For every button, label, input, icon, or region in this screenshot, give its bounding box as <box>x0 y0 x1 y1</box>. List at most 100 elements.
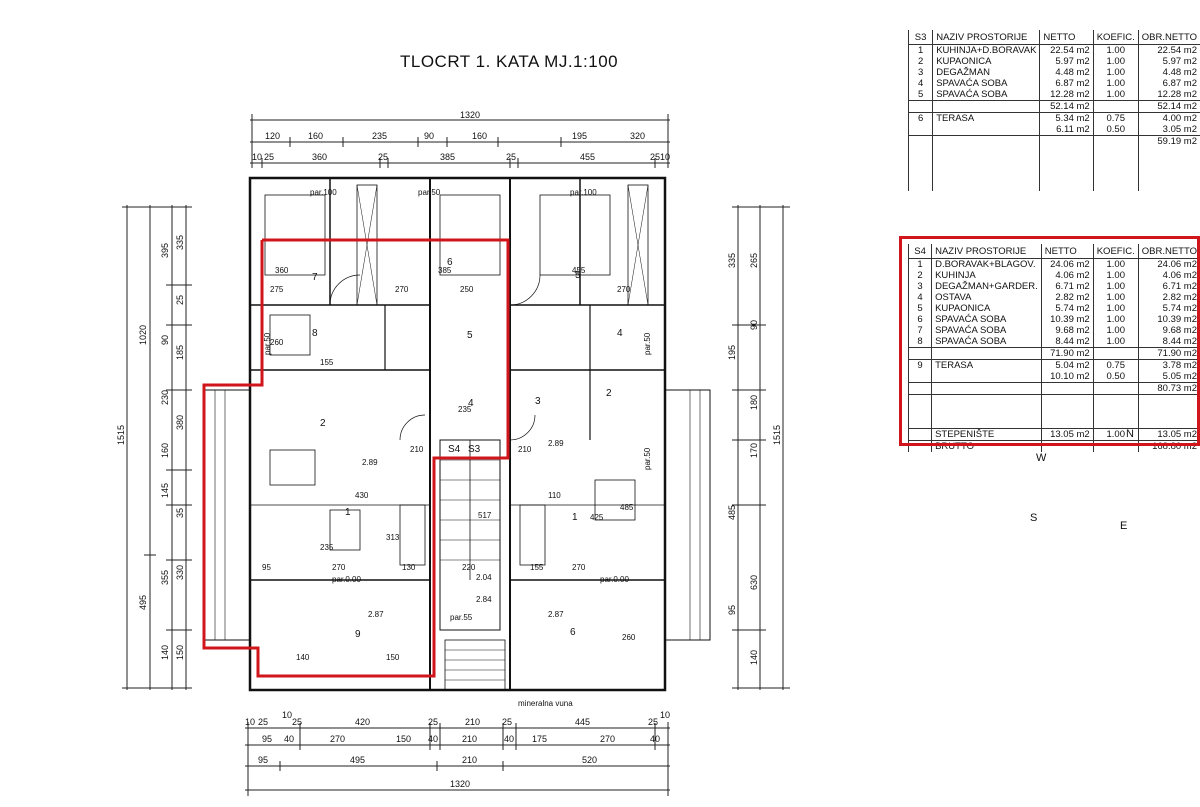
dim-label: 25 <box>506 152 516 162</box>
level-label: par.50 <box>263 332 272 355</box>
area-table-s4: S4 NAZIV PROSTORIJE NETTO KOEFIC. OBR.NE… <box>907 244 1200 452</box>
dim-label: 10 <box>660 710 670 720</box>
dim-label: 120 <box>265 131 280 141</box>
dim-label: 145 <box>160 483 170 498</box>
material-label: mineralna vuna <box>518 699 573 708</box>
dim-label: 210 <box>465 717 480 727</box>
table-row <box>907 147 1200 158</box>
height-label: 2.87 <box>368 610 384 619</box>
dim-label: 40 <box>428 734 438 744</box>
table-header: NAZIV PROSTORIJE <box>932 30 1040 45</box>
table-header: S3 <box>907 30 933 45</box>
dim-label: 335 <box>175 235 185 250</box>
plan-labels: 1320 120 160 235 90 160 195 320 10 25 36… <box>116 110 782 789</box>
dim-label: 485 <box>727 505 737 520</box>
dim-label: 25 <box>428 717 438 727</box>
dim-label: 35 <box>175 508 185 518</box>
compass-letter-e: E <box>1120 520 1128 532</box>
dim-label: 335 <box>727 253 737 268</box>
plan-title: TLOCRT 1. KATA MJ.1:100 <box>400 52 619 71</box>
level-label: par.100 <box>570 188 597 197</box>
table-header: KOEFIC. <box>1092 30 1139 45</box>
table-s4-highlight <box>899 236 1200 446</box>
dim-label: 235 <box>320 543 334 552</box>
dim-label: 430 <box>355 491 369 500</box>
dim-label: 95 <box>262 563 271 572</box>
dim-label: 25 <box>378 152 388 162</box>
dim-label: 360 <box>275 266 289 275</box>
dim-label: 25 <box>648 717 658 727</box>
room-number: 6 <box>570 627 576 638</box>
dim-label: 95 <box>727 605 737 615</box>
dim-label: 160 <box>308 131 323 141</box>
dim-label: 90 <box>160 335 170 345</box>
room-number: 5 <box>575 270 581 281</box>
height-label: 2.04 <box>476 573 492 582</box>
dim-top-total: 1320 <box>460 110 480 120</box>
dim-label: 210 <box>462 734 477 744</box>
dim-label: 313 <box>386 533 400 542</box>
dim-label: 155 <box>320 358 334 367</box>
table-row: 80.73 m2 <box>907 382 1200 395</box>
table-row <box>907 417 1200 429</box>
dim-label: 95 <box>262 734 272 744</box>
level-label: par.50 <box>643 332 652 355</box>
dim-label: 195 <box>572 131 587 141</box>
room-number: 2 <box>606 388 612 399</box>
table-header: NETTO <box>1040 244 1094 259</box>
apartment-s4-boundary <box>202 238 510 678</box>
dim-label: 90 <box>424 131 434 141</box>
room-number: 4 <box>468 398 474 409</box>
dim-label: 517 <box>478 511 492 520</box>
room-number: 6 <box>447 257 453 268</box>
table-row <box>907 169 1200 180</box>
dim-label: 195 <box>727 345 737 360</box>
table-row <box>907 394 1200 406</box>
table-row <box>907 158 1200 169</box>
height-label: 2.87 <box>548 610 564 619</box>
dim-label: 250 <box>460 285 474 294</box>
dim-label: 160 <box>160 443 170 458</box>
dim-label: 270 <box>332 563 346 572</box>
dim-label: 455 <box>580 152 595 162</box>
room-number: 8 <box>312 328 318 339</box>
level-label: par.0.00 <box>600 575 629 584</box>
compass-letter-w: W <box>1036 452 1047 464</box>
dim-label: 220 <box>462 563 476 572</box>
dim-left-sub: 1020 <box>138 325 148 345</box>
dim-label: 270 <box>600 734 615 744</box>
dim-label: 355 <box>160 570 170 585</box>
dim-label: 140 <box>296 653 310 662</box>
dim-label: 155 <box>530 563 544 572</box>
dim-label: 150 <box>396 734 411 744</box>
dim-label: 10 <box>660 152 670 162</box>
dim-label: 260 <box>622 633 636 642</box>
dim-label: 520 <box>582 755 597 765</box>
dim-label: 40 <box>504 734 514 744</box>
dim-label: 10 <box>252 152 262 162</box>
area-table-s3: S3 NAZIV PROSTORIJE NETTO KOEFIC. OBR.NE… <box>907 30 1200 191</box>
dim-label: 180 <box>749 395 759 410</box>
dim-label: 10 <box>245 717 255 727</box>
dim-label: 140 <box>160 645 170 660</box>
dim-label: 425 <box>590 513 604 522</box>
dim-label: 235 <box>372 131 387 141</box>
dim-label: 270 <box>395 285 409 294</box>
dim-label: 40 <box>284 734 294 744</box>
dim-label: 210 <box>462 755 477 765</box>
dim-label: 150 <box>386 653 400 662</box>
dim-label: 210 <box>410 445 424 454</box>
dim-label: 395 <box>160 243 170 258</box>
dim-label: 485 <box>620 503 634 512</box>
